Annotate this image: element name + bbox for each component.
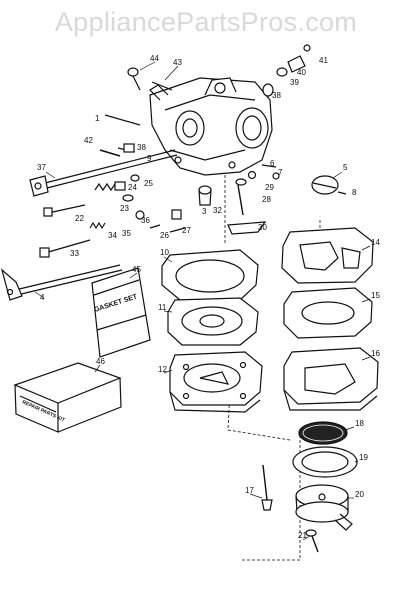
gasket-19 [292, 446, 358, 478]
gasket-set-card-45 [91, 267, 151, 358]
part-label-46: 46 [96, 357, 105, 366]
part-label-24: 24 [128, 183, 137, 192]
part-label-34: 34 [108, 231, 117, 240]
part-label-21: 21 [298, 531, 307, 540]
part-label-4: 4 [40, 293, 45, 302]
part-label-22: 22 [75, 214, 84, 223]
part-label-10: 10 [160, 248, 169, 257]
part-label-11: 11 [158, 303, 167, 312]
part-label-17: 17 [245, 486, 254, 495]
part-label-37: 37 [37, 163, 46, 172]
part-label-26: 26 [160, 231, 169, 240]
small-parts [39, 44, 347, 283]
diaphragm-11 [167, 297, 259, 346]
part-label-40: 40 [297, 68, 306, 77]
part-label-29: 29 [265, 183, 274, 192]
part-label-42: 42 [84, 136, 93, 145]
part-label-43: 43 [173, 58, 182, 67]
part-label-33: 33 [70, 249, 79, 258]
part-label-28: 28 [262, 195, 271, 204]
part-label-12: 12 [158, 365, 167, 374]
part-label-45: 45 [132, 265, 141, 274]
part-label-6: 6 [270, 159, 275, 168]
part-label-20: 20 [355, 490, 364, 499]
choke-shaft-4 [0, 264, 123, 301]
part-label-25: 25 [144, 179, 153, 188]
pump-body-12 [169, 351, 263, 413]
part-label-3: 3 [202, 207, 207, 216]
gasket-10 [161, 249, 259, 301]
gasket-14 [281, 227, 374, 284]
part-label-23: 23 [120, 204, 129, 213]
part-label-38a: 38 [137, 143, 146, 152]
part-label-7: 7 [278, 168, 283, 177]
watermark-banner: AppliancePartsPros.com [54, 6, 358, 37]
part-label-1: 1 [95, 114, 100, 123]
part-label-30: 30 [258, 223, 267, 232]
part-label-8: 8 [352, 188, 357, 197]
cover-20 [295, 484, 353, 531]
metering-body-16 [283, 347, 379, 411]
part-label-41: 41 [319, 56, 328, 65]
part-label-27: 27 [182, 226, 191, 235]
fuel-fitting-17 [261, 464, 273, 511]
part-label-5: 5 [343, 163, 348, 172]
part-label-32: 32 [213, 206, 222, 215]
part-label-39: 39 [290, 78, 299, 87]
part-label-14: 14 [371, 238, 380, 247]
leader-lines [34, 61, 371, 541]
carburetor-body [149, 77, 273, 176]
part-label-16: 16 [371, 349, 380, 358]
part-label-19: 19 [359, 453, 368, 462]
throttle-shaft-37 [29, 149, 178, 197]
diaphragm-15 [283, 287, 373, 339]
part-label-35: 35 [122, 229, 131, 238]
part-label-36: 36 [141, 216, 150, 225]
part-label-44: 44 [150, 54, 159, 63]
screw-21 [305, 529, 319, 553]
repair-kit-box-46 [13, 362, 122, 433]
part-label-15: 15 [371, 291, 380, 300]
screen-18 [298, 421, 348, 445]
part-callouts: 44 43 1 42 38 37 24 25 9 23 22 36 35 34 … [37, 54, 380, 540]
part-label-38b: 38 [272, 91, 281, 100]
part-label-9: 9 [147, 154, 152, 163]
part-label-18: 18 [355, 419, 364, 428]
